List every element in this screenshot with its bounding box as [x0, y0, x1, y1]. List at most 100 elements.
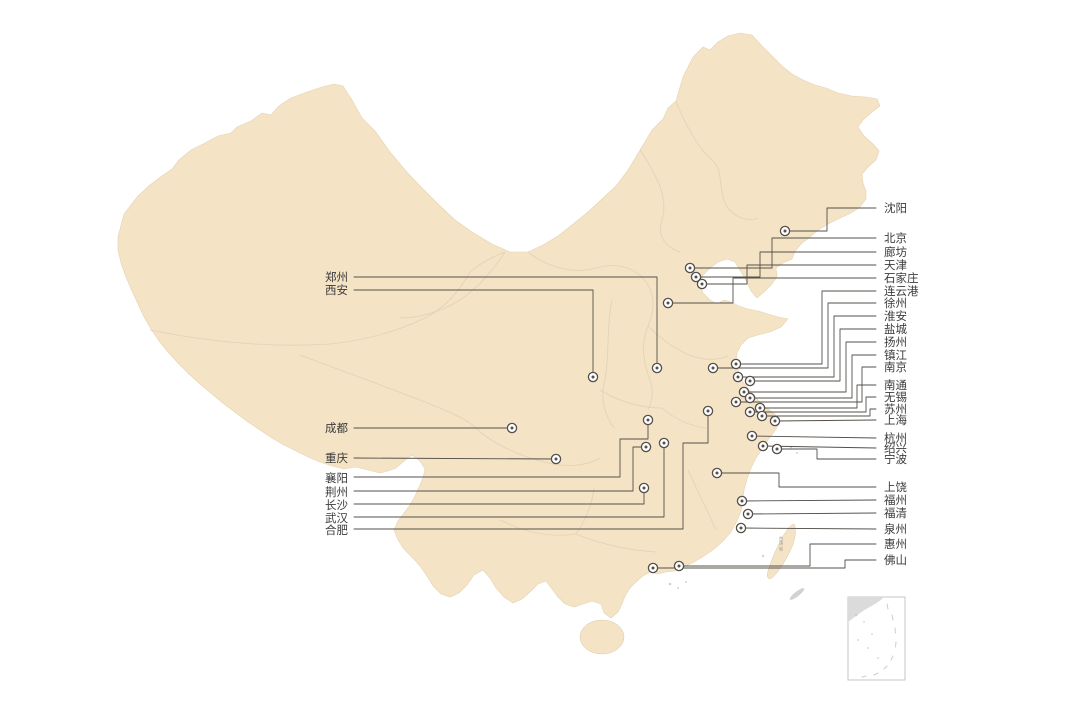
city-label-西安: 西安: [325, 283, 348, 297]
city-label-镇江: 镇江: [884, 348, 907, 362]
city-marker-dot-武汉: [662, 441, 666, 445]
city-marker-dot-苏州: [760, 414, 764, 418]
city-marker-dot-绍兴: [761, 444, 765, 448]
city-label-上饶: 上饶: [884, 481, 907, 494]
city-label-扬州: 扬州: [884, 335, 907, 349]
leader-line-惠州: [678, 543, 877, 567]
city-marker-dot-荆州: [644, 445, 648, 449]
city-label-福州: 福州: [884, 493, 907, 507]
leader-line-扬州: [743, 341, 877, 393]
city-label-成都: 成都: [325, 422, 348, 435]
city-label-重庆: 重庆: [325, 451, 348, 465]
leader-line-福清: [747, 512, 877, 515]
city-label-连云港: 连云港: [884, 284, 919, 298]
city-marker-dot-成都: [510, 426, 514, 430]
city-marker-dot-重庆: [554, 457, 558, 461]
city-marker-dot-扬州: [742, 390, 746, 394]
city-label-襄阳: 襄阳: [325, 471, 348, 485]
city-label-宁波: 宁波: [884, 452, 907, 466]
city-label-长沙: 长沙: [325, 499, 348, 512]
city-marker-dot-无锡: [748, 410, 752, 414]
city-label-绍兴: 绍兴: [884, 441, 907, 455]
leader-line-沈阳: [784, 207, 877, 232]
city-marker-dot-福州: [740, 499, 744, 503]
leader-line-佛山: [652, 559, 877, 569]
leader-line-上饶: [716, 472, 877, 488]
city-label-北京: 北京: [884, 231, 907, 245]
city-marker-dot-天津: [700, 282, 704, 286]
leader-line-廊坊: [695, 251, 877, 278]
taiwan-label: 台湾省: [779, 535, 784, 552]
city-marker-dot-徐州: [711, 366, 715, 370]
city-marker-dot-襄阳: [646, 418, 650, 422]
city-label-苏州: 苏州: [884, 403, 907, 416]
taiwan-island: [767, 523, 796, 579]
city-marker-dot-盐城: [748, 379, 752, 383]
city-marker-dot-淮安: [736, 375, 740, 379]
city-label-淮安: 淮安: [884, 309, 907, 323]
city-label-福清: 福清: [884, 506, 907, 520]
leader-line-合肥: [353, 410, 709, 530]
city-label-徐州: 徐州: [884, 296, 907, 310]
leader-line-盐城: [749, 328, 877, 382]
city-marker-dot-北京: [688, 266, 692, 270]
leader-line-荆州: [353, 446, 647, 492]
city-marker-dot-镇江: [748, 396, 752, 400]
city-marker-dot-郑州: [655, 366, 659, 370]
city-marker-dot-上海: [773, 419, 777, 423]
city-label-泉州: 泉州: [884, 522, 907, 536]
city-marker-dot-南通: [758, 406, 762, 410]
leader-line-绍兴: [762, 445, 877, 449]
city-marker-dot-泉州: [739, 526, 743, 530]
city-marker-dot-长沙: [642, 486, 646, 490]
city-label-南通: 南通: [884, 378, 907, 392]
city-marker-dot-惠州: [677, 564, 681, 568]
city-label-杭州: 杭州: [884, 431, 907, 445]
city-marker-dot-西安: [591, 375, 595, 379]
leader-line-镇江: [749, 354, 877, 399]
city-label-无锡: 无锡: [884, 390, 907, 404]
leader-line-郑州: [353, 276, 658, 369]
city-label-上海: 上海: [884, 413, 907, 427]
leader-line-南京: [735, 366, 877, 403]
city-label-石家庄: 石家庄: [884, 271, 919, 285]
leader-line-徐州: [712, 302, 877, 369]
leader-lines: [353, 207, 877, 569]
leader-line-天津: [701, 264, 877, 285]
leader-line-无锡: [749, 396, 877, 413]
leader-line-石家庄: [667, 277, 877, 304]
minor-islands: [668, 445, 805, 600]
leader-line-北京: [689, 237, 877, 269]
city-label-郑州: 郑州: [325, 270, 348, 284]
city-marker-dot-杭州: [750, 434, 754, 438]
city-marker-dot-上饶: [715, 471, 719, 475]
leader-line-杭州: [751, 435, 877, 439]
city-labels: 沈阳北京廊坊天津石家庄连云港徐州淮安盐城扬州镇江南京南通无锡苏州上海杭州绍兴宁波…: [325, 201, 919, 567]
city-marker-dot-宁波: [775, 447, 779, 451]
hainan-island: [579, 619, 625, 655]
city-marker-dot-福清: [746, 512, 750, 516]
leader-line-长沙: [353, 487, 645, 505]
city-label-盐城: 盐城: [884, 323, 907, 336]
china-mainland-shape: [117, 32, 881, 619]
city-label-武汉: 武汉: [325, 512, 348, 525]
province-borders: [149, 101, 759, 553]
city-marker-dot-石家庄: [666, 301, 670, 305]
leader-line-重庆: [353, 457, 557, 460]
city-label-沈阳: 沈阳: [884, 201, 907, 215]
city-label-南京: 南京: [884, 360, 907, 374]
city-marker-dot-廊坊: [694, 275, 698, 279]
city-marker-dot-佛山: [651, 566, 655, 570]
city-marker-dot-南京: [734, 400, 738, 404]
leader-line-上海: [774, 419, 877, 422]
city-label-惠州: 惠州: [884, 537, 907, 551]
leader-line-襄阳: [353, 419, 649, 478]
city-label-佛山: 佛山: [884, 554, 907, 567]
city-markers: [506, 225, 791, 574]
leader-line-南通: [759, 384, 877, 409]
city-label-荆州: 荆州: [325, 486, 348, 499]
city-marker-dot-沈阳: [783, 229, 787, 233]
city-label-合肥: 合肥: [325, 523, 348, 537]
